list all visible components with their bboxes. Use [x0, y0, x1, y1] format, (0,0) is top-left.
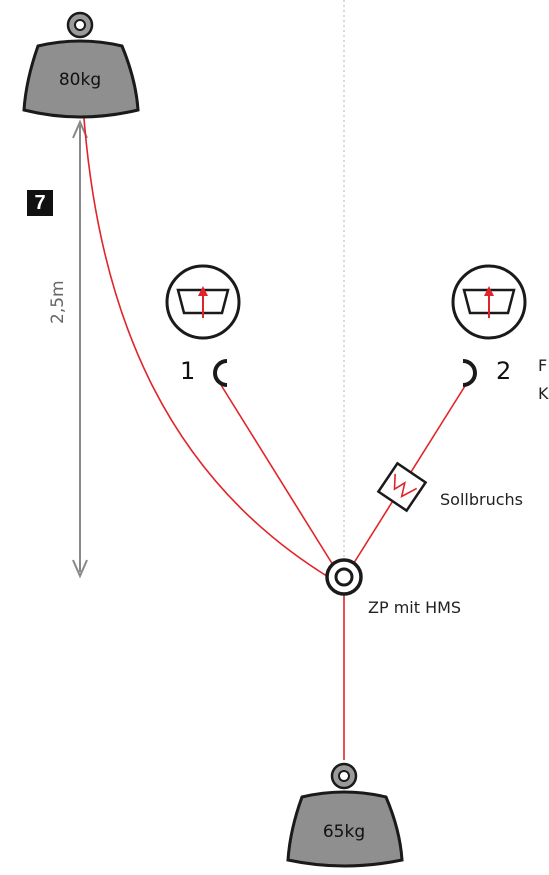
scale-gauge-1	[165, 264, 241, 340]
weak-link-icon	[376, 461, 428, 513]
central-ring-label: ZP mit HMS	[368, 598, 462, 617]
weak-link-label: Sollbruchs	[440, 490, 523, 509]
anchor-1-number: 1	[180, 357, 196, 385]
anchor-2-number: 2	[496, 357, 512, 385]
cut-text-line1: F	[538, 356, 548, 375]
weight-80kg	[22, 11, 140, 119]
weight-65kg-label: 65kg	[322, 822, 366, 842]
anchor-hook-1-icon	[213, 359, 228, 387]
weight-80kg-label: 80kg	[58, 70, 102, 90]
anchor-hook-2-icon	[462, 359, 477, 387]
weight-65kg	[286, 762, 404, 868]
scale-gauge-2	[451, 264, 527, 340]
distance-dimension	[72, 119, 88, 579]
distance-label: 2,5m	[48, 280, 68, 324]
cut-text-line2: K	[538, 384, 549, 403]
step-badge: 7	[27, 190, 53, 216]
rope-left-weight	[83, 117, 331, 579]
central-ring-icon	[325, 558, 363, 596]
rope-anchor-1	[220, 384, 334, 566]
ropes	[83, 117, 466, 760]
